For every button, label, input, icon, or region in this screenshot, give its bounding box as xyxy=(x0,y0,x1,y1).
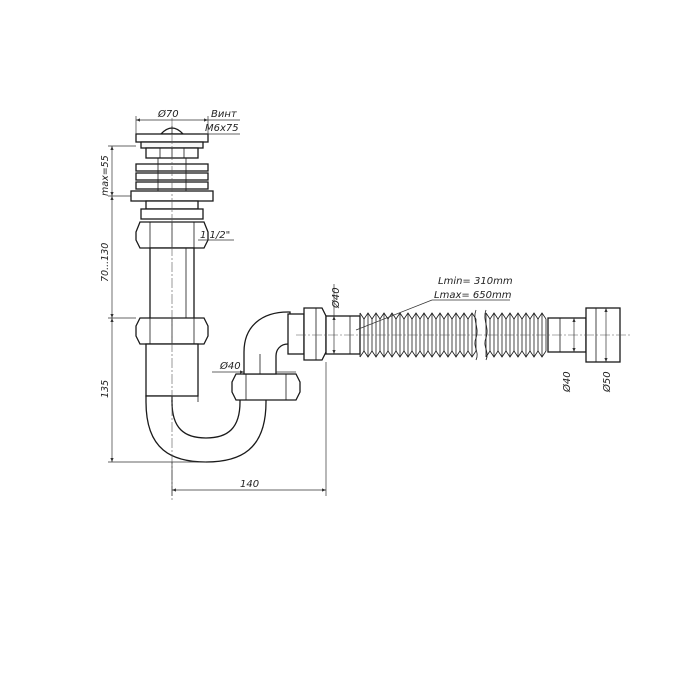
screw-title-label: Винт xyxy=(211,109,238,120)
thread-label: 1 1/2" xyxy=(200,230,230,241)
outlet-diameter-label: Ø40 xyxy=(330,287,342,309)
trap-inlet-diameter-label: Ø40 xyxy=(219,360,241,372)
trap-inlet-nut xyxy=(231,373,301,401)
dimension-lines xyxy=(108,116,608,496)
hose-rib-top xyxy=(359,312,477,320)
end-inner-diameter-label: Ø40 xyxy=(561,371,573,393)
top-diameter-label: Ø70 xyxy=(157,108,179,120)
hose-end-fitting xyxy=(547,307,621,363)
end-outer-diameter-label: Ø50 xyxy=(601,371,613,393)
outlet-elbow xyxy=(243,311,291,375)
trap-height-label: 135 xyxy=(100,380,111,398)
range-height-label: 70...130 xyxy=(100,243,111,282)
length-min-label: Lmin= 310mm xyxy=(438,276,513,287)
screw-size-label: M6x75 xyxy=(205,123,239,134)
length-max-label: Lmax= 650mm xyxy=(434,290,512,301)
max-height-label: max=55 xyxy=(100,155,111,196)
hose-rib-bottom xyxy=(359,350,477,358)
hose-rib-bottom xyxy=(485,350,547,358)
outlet-coupling xyxy=(287,307,361,361)
horizontal-offset-label: 140 xyxy=(240,479,259,490)
hose-rib-top xyxy=(485,312,547,320)
